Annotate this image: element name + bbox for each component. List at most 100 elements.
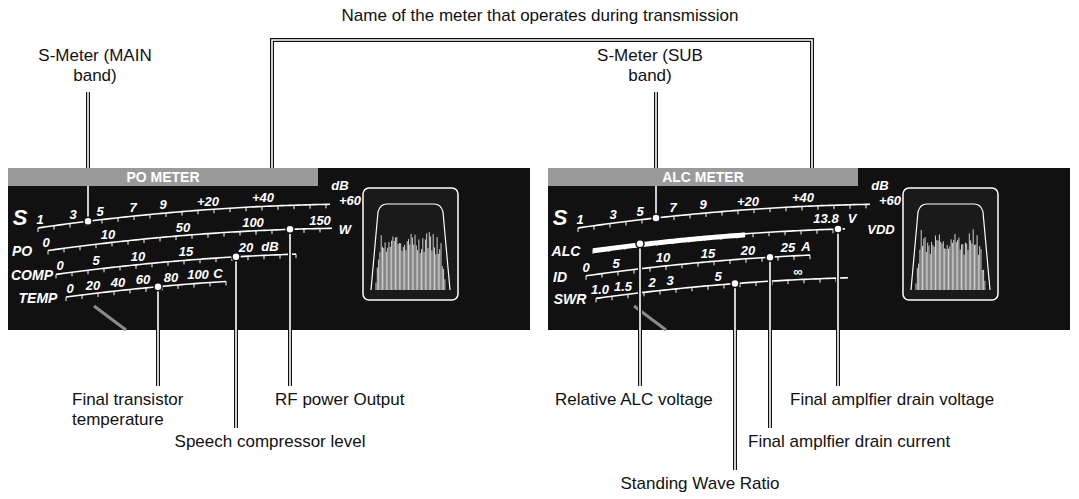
callout-label: Final amplfier drain current	[748, 432, 950, 452]
scale-tick	[80, 246, 81, 250]
spectrum-bar	[428, 248, 429, 290]
leader-line	[86, 92, 90, 221]
scale-tick	[200, 259, 201, 263]
scale-tick	[82, 295, 83, 299]
scale-number: 10	[656, 251, 670, 264]
spectrum-bar	[400, 243, 401, 290]
spectrum-bar	[940, 242, 941, 290]
spectrum-bar	[392, 237, 393, 290]
scale-tick	[38, 228, 39, 232]
leader-line	[289, 229, 291, 386]
leader-line	[87, 92, 89, 221]
spectrum-bar	[927, 243, 928, 290]
spectrum-bar	[969, 233, 970, 290]
scale-number: VDD	[867, 223, 894, 236]
scale-tick	[304, 229, 305, 233]
spectrum-bar	[945, 249, 946, 290]
leader-line	[235, 257, 237, 428]
scale-tick	[778, 257, 779, 261]
spectrum-bar	[971, 244, 972, 290]
scale-number: 0	[42, 236, 49, 249]
scale-tick	[178, 285, 179, 289]
leader-lines	[84, 92, 842, 470]
spectrum-bar	[929, 246, 930, 290]
scale-number: +60	[879, 194, 901, 207]
leader-line	[768, 257, 772, 428]
spectrum-bar	[960, 250, 961, 290]
spectrum-bar	[416, 245, 417, 290]
scale-number: 0	[56, 259, 63, 272]
leader-dot	[652, 214, 660, 222]
leader-line	[156, 287, 160, 386]
scale-number: 20	[239, 241, 253, 254]
spectrum-bar	[387, 248, 388, 290]
scale-tick	[326, 204, 327, 208]
scale-tick	[628, 294, 629, 298]
spectrum-bar	[962, 244, 963, 290]
spectrum-bar	[424, 252, 425, 290]
scale-number: +20	[737, 195, 759, 208]
scale-tick	[724, 284, 725, 288]
leader-line	[638, 244, 642, 386]
scale-tick	[794, 256, 795, 260]
scale-number: 1.5	[614, 280, 632, 293]
scale-number: 1	[36, 213, 43, 226]
scale-tick	[690, 214, 691, 218]
scale-number: dB	[331, 179, 348, 192]
callout-label: Final transistor temperature	[72, 390, 212, 431]
spectrum-bar	[964, 255, 965, 290]
scale-number: 100	[187, 268, 209, 281]
scale-number: 9	[699, 198, 706, 211]
scale-number: 100	[242, 216, 264, 229]
spectrum-bar	[932, 245, 933, 290]
scale-number: 10	[101, 228, 115, 241]
scale-number: 1	[576, 213, 583, 226]
leader-line	[733, 284, 737, 470]
scale-tick	[850, 205, 851, 209]
spectrum-bar	[409, 245, 410, 290]
spectrum-bar	[381, 235, 382, 290]
spectrum-bar	[916, 283, 917, 290]
spectrum-bar	[376, 283, 377, 290]
scale-name: S	[553, 207, 568, 229]
spectrum-bar	[958, 238, 959, 290]
scale-tick	[230, 208, 231, 212]
scale-tick	[150, 214, 151, 218]
spectrum-bar	[438, 254, 439, 290]
scale-number: 80	[164, 271, 178, 284]
spectrum-bar	[411, 234, 412, 290]
leader-dot	[154, 283, 162, 291]
meter-scales	[38, 204, 870, 330]
scale-tick	[596, 298, 597, 302]
scale-number: 3	[666, 274, 673, 287]
leader-line	[655, 92, 657, 218]
spectrum-bar	[399, 243, 400, 290]
meter-name: PO METER	[126, 169, 199, 185]
spectrum-bar	[984, 281, 985, 290]
filter-outline	[371, 204, 450, 290]
scale-name: PO	[12, 244, 32, 258]
spectrum-bar	[421, 249, 422, 290]
leader-line	[288, 229, 292, 386]
spectrum-bar	[952, 243, 953, 290]
spectrum-bar	[389, 242, 390, 290]
scale-tick	[754, 209, 755, 213]
scale-tick	[114, 291, 115, 295]
spectrum-bar	[402, 251, 403, 290]
scale-tick	[866, 204, 867, 208]
scale-number: 5	[714, 270, 721, 283]
scale-tick	[264, 255, 265, 259]
spectrum-bar	[930, 254, 931, 290]
scale-tick	[120, 267, 121, 271]
spectrum-bar	[965, 242, 966, 290]
scale-tick	[802, 206, 803, 210]
spectrum-bar	[403, 247, 404, 290]
scale-tick	[738, 210, 739, 214]
scale-tick	[248, 256, 249, 260]
scale-number: 15	[701, 247, 715, 260]
scale-tick	[722, 212, 723, 216]
callout-label: Speech compressor level	[175, 432, 366, 452]
scale-arc	[586, 255, 810, 276]
scale-name: SWR	[554, 292, 587, 306]
leader-dot	[731, 280, 739, 288]
